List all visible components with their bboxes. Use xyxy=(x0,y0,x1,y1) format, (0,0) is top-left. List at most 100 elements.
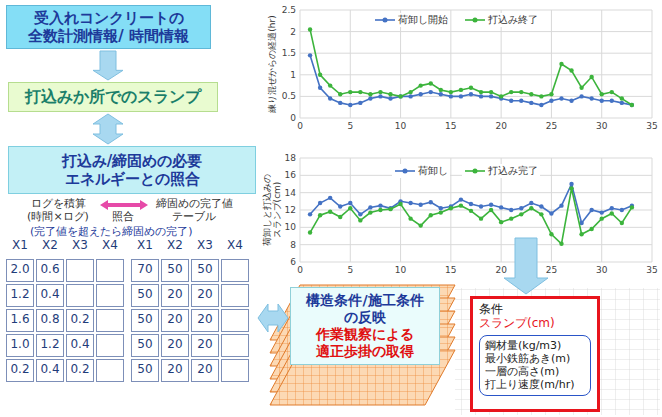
data-point xyxy=(358,90,362,94)
data-point xyxy=(418,223,422,227)
data-point xyxy=(600,216,604,220)
data-point xyxy=(459,203,463,207)
table-cell: 0.4 xyxy=(70,338,89,352)
axis-tick: 10 xyxy=(395,265,406,275)
data-point xyxy=(308,27,312,31)
table-cell: 50 xyxy=(197,263,212,277)
data-point xyxy=(479,94,483,98)
data-point xyxy=(408,216,412,220)
data-point xyxy=(449,90,453,94)
node-text: 鋼材量(kg/m3) xyxy=(485,339,585,352)
axis-tick: 2.5 xyxy=(282,5,296,15)
data-series xyxy=(310,29,632,105)
table-cell: X1 xyxy=(137,239,153,253)
data-point xyxy=(620,101,624,105)
table-cell: 0.2 xyxy=(70,313,89,327)
axis-tick: 25 xyxy=(546,121,557,131)
data-point xyxy=(388,206,392,210)
data-point xyxy=(398,202,402,206)
node-text: 一層の高さ(m) xyxy=(485,365,585,378)
table-cell: 0.2 xyxy=(70,363,89,377)
data-point xyxy=(479,90,483,94)
legend-item: 荷卸し開始 xyxy=(372,13,450,27)
data-point xyxy=(519,206,523,210)
gridline xyxy=(300,158,301,262)
axis-tick: 5 xyxy=(347,121,353,131)
node-text: スランプ(cm) xyxy=(479,316,591,330)
table-cell: 20 xyxy=(197,288,212,302)
data-point xyxy=(499,205,503,209)
table-cell: 70 xyxy=(137,263,152,277)
data-point xyxy=(449,94,453,98)
table-cell: 50 xyxy=(137,363,152,377)
axis-tick: 15 xyxy=(445,265,456,275)
double-arrow xyxy=(258,304,288,332)
legend-sample xyxy=(464,166,486,176)
node-text: 最小鉄筋あき(m) xyxy=(485,352,585,365)
axis-tick: 6 xyxy=(290,257,296,267)
condition-list: 鋼材量(kg/m3)最小鉄筋あき(m)一層の高さ(m)打上り速度(m/hr) xyxy=(479,335,591,396)
data-point xyxy=(630,205,634,209)
data-point xyxy=(459,94,463,98)
axis-tick: 0 xyxy=(290,113,296,123)
node-text: 受入れコンクリートの 全数計測情報/ 時間情報 xyxy=(13,9,204,45)
data-point xyxy=(439,88,443,92)
data-point xyxy=(539,94,543,98)
data-point xyxy=(418,203,422,207)
node-text: 条件 xyxy=(479,302,591,316)
gridline xyxy=(652,10,653,118)
data-point xyxy=(338,101,342,105)
legend-sample xyxy=(464,15,486,25)
table-cell: X2 xyxy=(167,239,183,253)
data-point xyxy=(358,101,362,105)
data-point xyxy=(519,212,523,216)
data-point xyxy=(509,208,513,212)
data-point xyxy=(549,92,553,96)
data-series xyxy=(310,188,632,243)
data-point xyxy=(429,213,433,217)
gridline xyxy=(300,227,652,228)
data-point xyxy=(600,210,604,214)
data-point xyxy=(529,92,533,96)
node-text: 構造条件/施工条件 の反映 xyxy=(297,292,433,326)
gridline xyxy=(300,31,652,32)
node-text: 打込み/締固めの必要 エネルギーとの照合 xyxy=(15,152,249,188)
node-text: 打上り速度(m/hr) xyxy=(485,378,585,391)
table-cell: X4 xyxy=(227,239,243,253)
annotation: 締固めの完了値 テーブル xyxy=(150,198,238,223)
data-point xyxy=(358,212,362,216)
legend-sample xyxy=(394,166,416,176)
gridline xyxy=(551,158,552,262)
data-point xyxy=(408,201,412,205)
data-point xyxy=(509,90,513,94)
data-point xyxy=(549,99,553,103)
table-cell: 50 xyxy=(137,338,152,352)
data-point xyxy=(489,203,493,207)
background-table xyxy=(455,288,660,415)
gridline xyxy=(350,10,351,118)
table-cell: 20 xyxy=(197,313,212,327)
data-point xyxy=(600,99,604,103)
data-point xyxy=(459,197,463,201)
axis-tick: 15 xyxy=(445,121,456,131)
block-arrow xyxy=(93,114,123,144)
table-cell: X3 xyxy=(197,239,213,253)
gridline xyxy=(450,10,451,118)
data-point xyxy=(589,75,593,79)
data-point xyxy=(579,86,583,90)
data-point xyxy=(368,210,372,214)
data-point xyxy=(569,68,573,72)
data-point xyxy=(388,207,392,211)
chart xyxy=(300,10,652,118)
node-text: 作業観察による 適正歩掛の取得 xyxy=(297,326,433,360)
table-cell: 0.8 xyxy=(40,313,59,327)
legend-item: 打込み終了 xyxy=(462,13,540,27)
info-box: 受入れコンクリートの 全数計測情報/ 時間情報 xyxy=(6,5,211,49)
data-point xyxy=(519,90,523,94)
data-point xyxy=(509,99,513,103)
axis-tick: 25 xyxy=(546,265,557,275)
table-grid xyxy=(130,258,250,383)
table-cell: 20 xyxy=(167,363,182,377)
data-point xyxy=(378,208,382,212)
data-point xyxy=(418,83,422,87)
